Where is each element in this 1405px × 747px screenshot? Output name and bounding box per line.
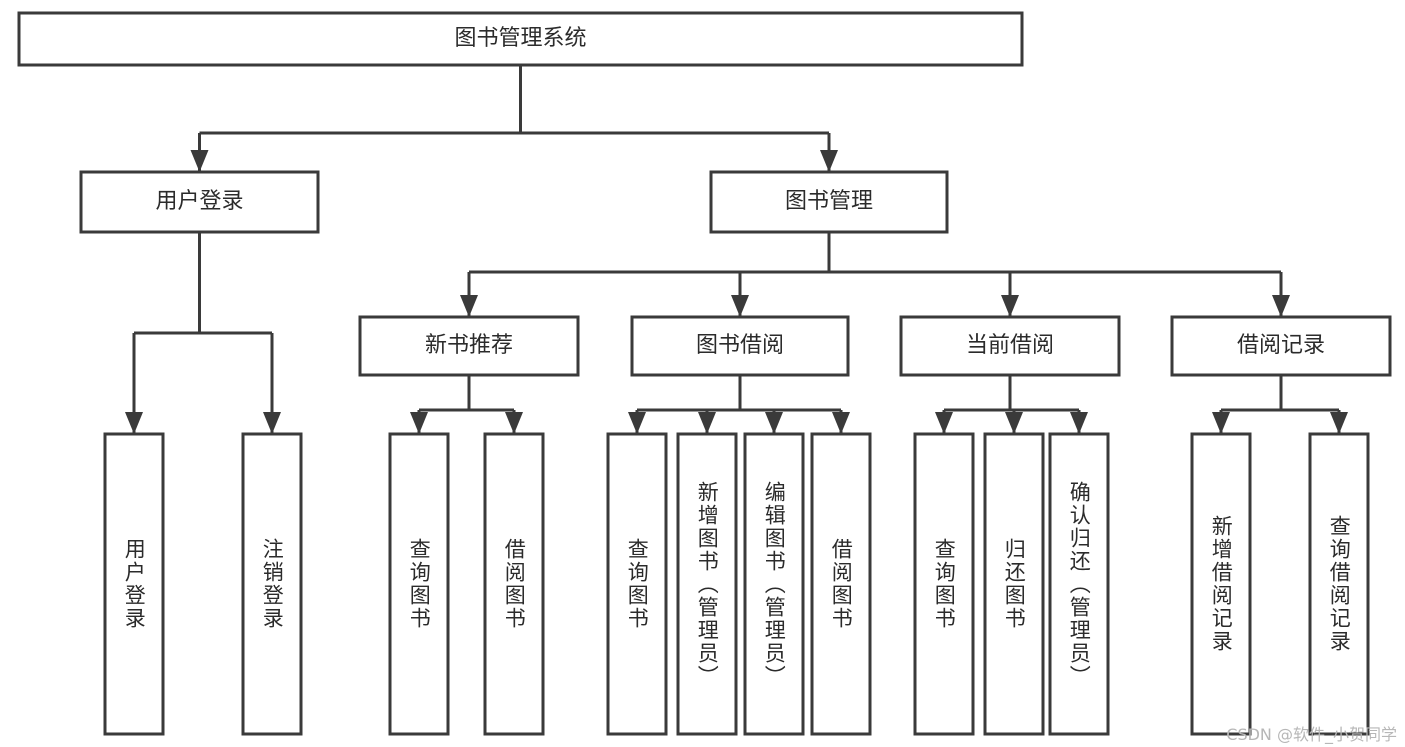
node-box-book-borrow[interactable] [630,315,850,377]
arrow-head-icon [765,412,783,434]
arrow-head-icon [1005,412,1023,434]
node-box-current-borrow[interactable] [899,315,1121,377]
node-box-leaf-add-book-admin[interactable] [676,432,738,736]
arrow-head-icon [1330,412,1348,434]
node-box-leaf-user-login[interactable] [103,432,165,736]
node-box-leaf-confirm-return-admin[interactable] [1048,432,1110,736]
node-box-user-login[interactable] [79,170,320,234]
node-box-leaf-return-book[interactable] [983,432,1045,736]
node-box-leaf-logout[interactable] [241,432,303,736]
arrow-head-icon [190,150,209,172]
boxes-layer [17,11,1392,736]
node-box-leaf-query-book-borrow[interactable] [606,432,668,736]
node-box-leaf-add-borrow-record[interactable] [1190,432,1252,736]
arrow-head-icon [1001,295,1019,317]
arrow-head-icon [1070,412,1088,434]
arrow-head-icon [820,150,838,172]
node-box-leaf-borrow-book[interactable] [810,432,872,736]
arrow-head-icon [698,412,716,434]
arrow-head-icon [410,412,428,434]
watermark-text: CSDN @软件_小贺同学 [1226,725,1397,744]
node-box-book-management[interactable] [709,170,949,234]
arrow-head-icon [460,295,478,317]
connectors-layer [125,65,1348,434]
arrow-head-icon [832,412,850,434]
arrow-head-icon [125,412,143,434]
node-box-leaf-query-borrow-record[interactable] [1308,432,1370,736]
node-box-leaf-edit-book-admin[interactable] [743,432,805,736]
arrow-head-icon [1212,412,1230,434]
arrow-head-icon [505,412,523,434]
arrow-head-icon [935,412,953,434]
arrow-head-icon [1272,295,1290,317]
arrow-head-icon [263,412,281,434]
arrow-head-icon [731,295,749,317]
node-box-leaf-query-book-recommend[interactable] [388,432,450,736]
node-box-leaf-borrow-book-recommend[interactable] [483,432,545,736]
node-box-new-book-recommend[interactable] [358,315,580,377]
node-box-root[interactable] [17,11,1024,67]
node-box-leaf-query-book-current[interactable] [913,432,975,736]
arrow-head-icon [628,412,646,434]
node-box-borrow-record[interactable] [1170,315,1392,377]
